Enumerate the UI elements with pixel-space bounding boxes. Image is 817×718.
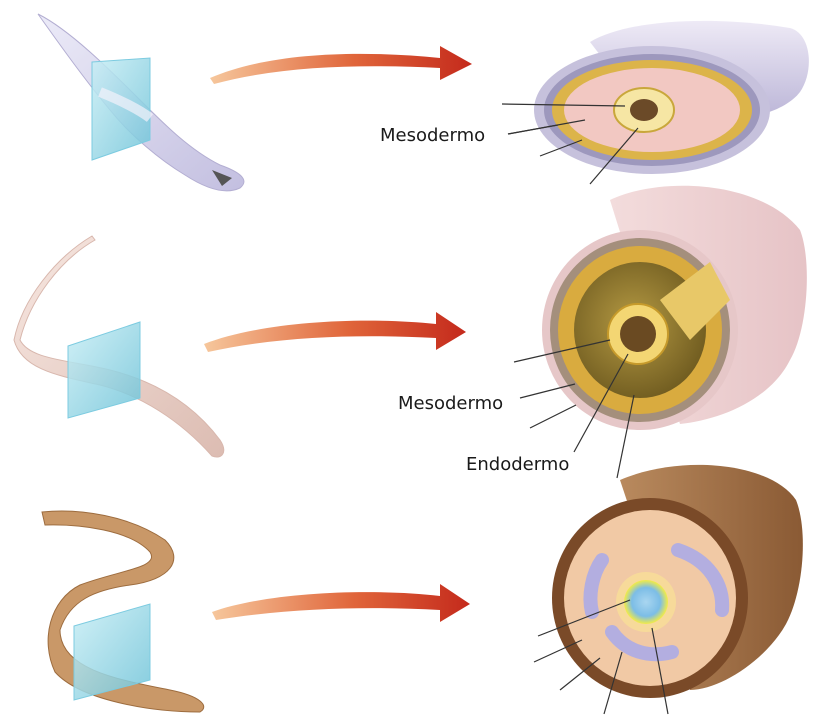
arrow-icon [210, 46, 472, 84]
arrow-icon [212, 584, 470, 622]
label-mesodermo-row2: Mesodermo [398, 393, 503, 414]
cross-section-illustration [542, 186, 807, 430]
roundworm-illustration [14, 236, 224, 457]
label-mesodermo-row1: Mesodermo [380, 125, 485, 146]
cross-section-illustration [534, 21, 809, 174]
flatworm-illustration [38, 14, 244, 191]
arrow-icon [204, 312, 466, 352]
label-endodermo-row2: Endodermo [466, 454, 569, 475]
cross-section-illustration [552, 465, 803, 698]
earthworm-illustration [42, 511, 204, 712]
